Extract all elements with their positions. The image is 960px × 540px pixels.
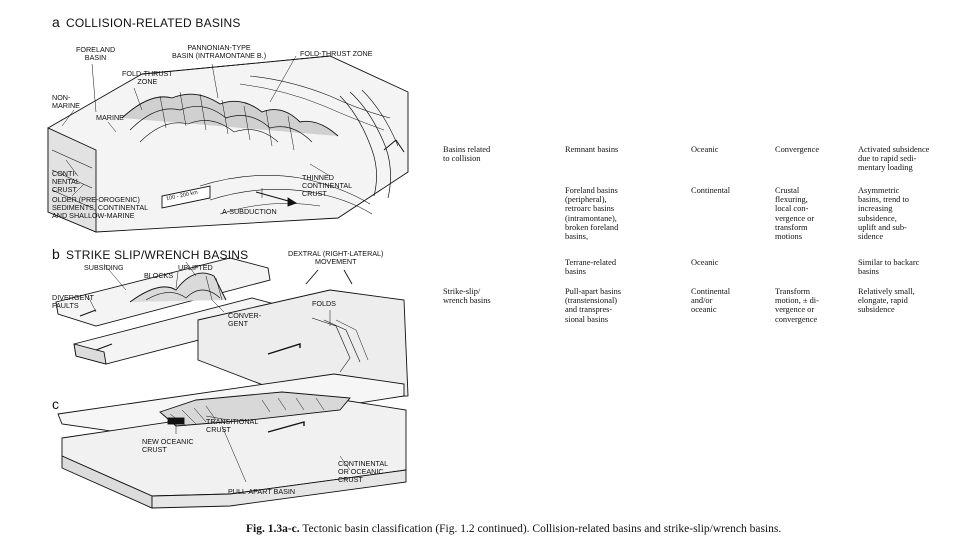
panel-c-title: c <box>52 396 65 412</box>
label-folds: FOLDS <box>312 299 336 308</box>
table-cell: Activated subsidence due to rapid sedi- … <box>858 145 930 173</box>
label-blocks: BLOCKS <box>144 271 174 280</box>
label-continental-oceanic-crust: CONTINENTAL OR OCEANIC CRUST <box>338 459 389 484</box>
label-a-subduction: A-SUBDUCTION <box>222 207 277 216</box>
label-pull-apart-basin: PULL-APART BASIN <box>228 487 296 496</box>
table-cell: Crustal flexuring, local con- vergence o… <box>775 186 815 242</box>
label-non-marine: NON- MARINE <box>52 93 80 110</box>
label-divergent-faults: DIVERGENT FAULTS <box>52 293 94 310</box>
label-pannonian-basin: PANNONIAN-TYPE BASIN (INTRAMONTANE B.) <box>172 43 267 60</box>
panel-b-title: b STRIKE SLIP/WRENCH BASINS <box>52 246 248 262</box>
panel-a-title-text: COLLISION-RELATED BASINS <box>66 16 241 30</box>
table-cell: Pull-apart basins (transtensional) and t… <box>565 287 622 324</box>
table-cell: Strike-slip/ wrench basins <box>443 287 491 306</box>
figure-caption: Fig. 1.3a-c. Tectonic basin classificati… <box>246 523 781 535</box>
label-convergent: CONVER- GENT <box>228 311 262 328</box>
panel-b-title-text: STRIKE SLIP/WRENCH BASINS <box>66 248 249 262</box>
wrench-block-diagram <box>55 257 409 401</box>
table-cell: Transform motion, ± di- vergence or conv… <box>775 287 819 324</box>
pull-apart-block-diagram <box>57 373 407 509</box>
label-transitional-crust: TRANSITIONAL CRUST <box>206 417 259 434</box>
label-thinned-crust: THINNED CONTINENTAL CRUST <box>302 173 353 198</box>
label-older-sediments: OLDER (PRE-OROGENIC) SEDIMENTS, CONTINEN… <box>52 195 149 220</box>
table-cell: Similar to backarc basins <box>858 258 920 277</box>
table-cell: Continental <box>691 186 731 195</box>
label-fold-thrust-zone-right: FOLD-THRUST ZONE <box>300 49 373 58</box>
panel-a-letter: a <box>52 14 60 30</box>
label-fold-thrust-zone-left: FOLD-THRUST ZONE <box>122 69 173 86</box>
table-cell: Remnant basins <box>565 145 619 154</box>
caption-text: Tectonic basin classification (Fig. 1.2 … <box>302 523 782 535</box>
label-foreland-basin: FORELAND BASIN <box>76 45 116 62</box>
label-dextral-movement: DEXTRAL (RIGHT-LATERAL) MOVEMENT <box>288 249 384 266</box>
label-new-oceanic-crust: NEW OCEANIC CRUST <box>142 437 194 454</box>
label-marine: MARINE <box>96 113 124 122</box>
table-cell: Continental and/or oceanic <box>691 287 731 315</box>
table-cell: Asymmetric basins, trend to increasing s… <box>858 186 909 242</box>
table-cell: Basins related to collision <box>443 145 491 164</box>
caption-label: Fig. 1.3a-c. <box>246 523 300 535</box>
label-uplifted: UPLIFTED <box>178 263 213 272</box>
panel-a-title: a COLLISION-RELATED BASINS <box>52 14 241 30</box>
table-cell: Relatively small, elongate, rapid subsid… <box>858 287 915 315</box>
collision-block-diagram <box>47 55 409 233</box>
panel-c-letter: c <box>52 396 60 412</box>
table-cell: Oceanic <box>691 258 719 267</box>
table-cell: Oceanic <box>691 145 719 154</box>
table-cell: Convergence <box>775 145 820 154</box>
table-cell: Terrane-related basins <box>565 258 617 277</box>
panel-b-letter: b <box>52 246 60 262</box>
label-subsiding: SUBSIDING <box>84 263 124 272</box>
table-cell: Foreland basins (peripheral), retroarc b… <box>565 186 619 242</box>
label-continental-crust: CONTI- NENTAL CRUST <box>52 169 80 194</box>
